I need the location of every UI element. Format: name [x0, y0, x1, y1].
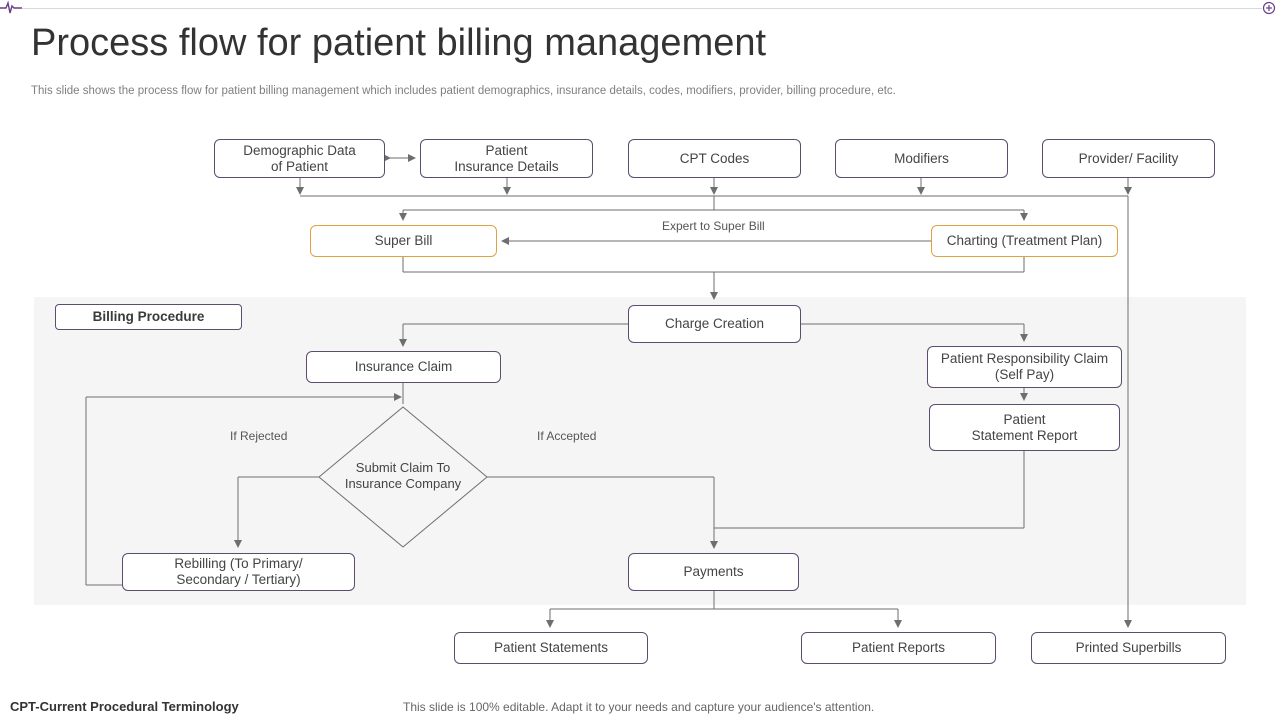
patient-statements-box: Patient Statements — [454, 632, 648, 664]
charge-creation-box: Charge Creation — [628, 305, 801, 343]
payments-box: Payments — [628, 553, 799, 591]
if-accepted-label: If Accepted — [537, 429, 597, 443]
provider-facility-box: Provider/ Facility — [1042, 139, 1215, 178]
billing-procedure-label: Billing Procedure — [55, 304, 242, 330]
printed-superbills-box: Printed Superbills — [1031, 632, 1226, 664]
statement-report-box: Patient Statement Report — [929, 404, 1120, 451]
rebilling-box: Rebilling (To Primary/ Secondary / Terti… — [122, 553, 355, 591]
modifiers-box: Modifiers — [835, 139, 1008, 178]
charting-treatment-plan-box: Charting (Treatment Plan) — [931, 225, 1118, 257]
expert-to-super-bill-label: Expert to Super Bill — [662, 219, 765, 233]
super-bill-box: Super Bill — [310, 225, 497, 257]
self-pay-claim-box: Patient Responsibility Claim (Self Pay) — [927, 346, 1122, 388]
demographic-data-box: Demographic Data of Patient — [214, 139, 385, 178]
insurance-details-box: Patient Insurance Details — [420, 139, 593, 178]
top-divider — [22, 8, 1262, 9]
patient-reports-box: Patient Reports — [801, 632, 996, 664]
footer-note: This slide is 100% editable. Adapt it to… — [403, 700, 875, 714]
page-subtitle: This slide shows the process flow for pa… — [31, 85, 896, 97]
page-title: Process flow for patient billing managem… — [31, 22, 767, 64]
pulse-icon — [0, 0, 22, 14]
cpt-codes-box: CPT Codes — [628, 139, 801, 178]
submit-claim-diamond: Submit Claim To Insurance Company — [344, 460, 462, 491]
insurance-claim-box: Insurance Claim — [306, 351, 501, 383]
footer-abbreviation: CPT-Current Procedural Terminology — [10, 699, 239, 714]
add-circle-icon — [1262, 1, 1276, 15]
if-rejected-label: If Rejected — [230, 429, 288, 443]
